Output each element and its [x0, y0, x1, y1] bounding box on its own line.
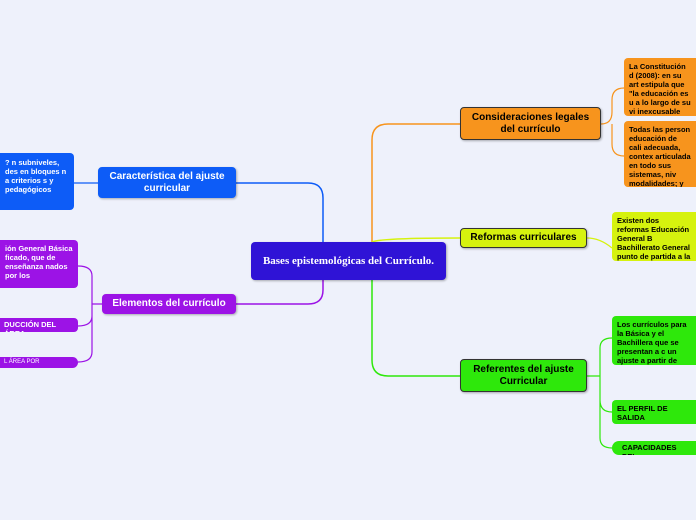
central-topic[interactable]: Bases epistemológicas del Currículo.: [251, 242, 446, 280]
subtopic-todas-personas[interactable]: Todas las person educación de cali adecu…: [624, 121, 696, 187]
subtopic-introduccion-area[interactable]: DUCCIÓN DEL ÁREA: [0, 318, 78, 332]
connector-reformas: [371, 237, 461, 243]
subtopic-dos-reformas[interactable]: Existen dos reformas Educación General B…: [612, 212, 696, 261]
connector-caracteristica: [236, 182, 324, 242]
topic-caracteristica-ajuste[interactable]: Característica del ajuste curricular: [98, 167, 236, 198]
subtopic-capacidades[interactable]: CAPACIDADES DEL: [612, 441, 696, 455]
connector-elementos-children: [77, 265, 102, 363]
connector-consideraciones-children: [600, 87, 625, 157]
connector-referentes: [371, 280, 460, 377]
connector-reformas-children: [586, 237, 613, 249]
connector-consideraciones: [371, 123, 460, 242]
subtopic-perfil-salida[interactable]: EL PERFIL DE SALIDA ECUATORIANO: [612, 400, 696, 424]
subtopic-curriculos[interactable]: Los currículos para la Básica y el Bachi…: [612, 316, 696, 365]
topic-elementos-curriculo[interactable]: Elementos del currículo: [102, 294, 236, 314]
connector-referentes-children: [587, 337, 613, 449]
topic-referentes-ajuste[interactable]: Referentes del ajuste Curricular: [460, 359, 587, 392]
subtopic-educacion-general[interactable]: ión General Básica ficado, que de enseña…: [0, 240, 78, 288]
subtopic-area-subniveles[interactable]: L ÁREA POR SUBNIVELES: [0, 357, 78, 368]
subtopic-subniveles[interactable]: ? n subniveles, des en bloques n a crite…: [0, 153, 74, 210]
connector-elementos: [236, 280, 324, 305]
topic-reformas-curriculares[interactable]: Reformas curriculares: [460, 228, 587, 248]
subtopic-constitucion[interactable]: La Constitución d (2008): en su art esti…: [624, 58, 696, 116]
topic-consideraciones-legales[interactable]: Consideraciones legales del currículo: [460, 107, 601, 140]
